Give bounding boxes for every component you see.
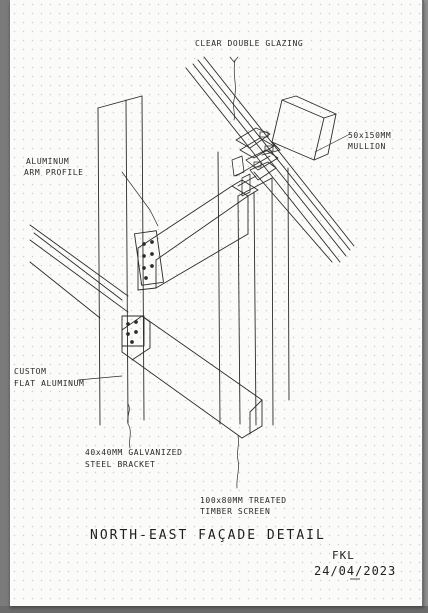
label-timber-screen-size: 100x80MM TREATED — [200, 496, 287, 505]
label-steel-bracket: STEEL BRACKET — [85, 460, 156, 469]
background-diagonal-member — [29, 224, 129, 319]
label-aluminum: ALUMINUM — [26, 157, 70, 166]
mullion-50x150 — [261, 95, 337, 161]
label-clear-double-glazing: CLEAR DOUBLE GLAZING — [195, 39, 304, 48]
notebook-binding — [0, 0, 10, 613]
label-galvanized-bracket: 40x40MM GALVANIZED — [85, 448, 183, 457]
leader-lines — [77, 56, 351, 489]
mullion-leader — [314, 133, 351, 153]
screen-leader — [236, 435, 239, 489]
label-flat-aluminum: FLAT ALUMINUM — [14, 379, 85, 388]
label-custom: CUSTOM — [14, 367, 47, 376]
galvanized-steel-bracket — [121, 315, 263, 439]
flat-aluminum-leader — [77, 375, 123, 381]
custom-flat-aluminum-post — [97, 95, 145, 426]
label-mullion: MULLION — [348, 142, 386, 151]
double-glazing-panes — [185, 56, 355, 263]
glazing-leader — [233, 59, 236, 121]
label-mullion-size: 50x150MM — [348, 131, 392, 140]
label-timber-screen: TIMBER SCREEN — [200, 507, 271, 516]
aluminum-arm-profile — [134, 179, 259, 291]
scan-edge — [0, 606, 428, 613]
signature-initials: FKL — [332, 549, 355, 562]
label-arm-profile: ARM PROFILE — [24, 168, 84, 177]
timber-screen-verticals — [217, 151, 290, 426]
drawing-title: NORTH-EAST FAÇADE DETAIL — [90, 528, 326, 543]
arm-leader — [121, 171, 159, 227]
signature-date: 24/04/2023 — [314, 564, 397, 578]
glazing-arrow — [229, 56, 239, 63]
sketchbook-page: CLEAR DOUBLE GLAZING 50x150MM MULLION AL… — [10, 0, 424, 606]
glazing-clamp-detail — [231, 127, 279, 197]
facade-detail-sketch — [29, 56, 355, 489]
bracket-leader — [127, 403, 131, 449]
